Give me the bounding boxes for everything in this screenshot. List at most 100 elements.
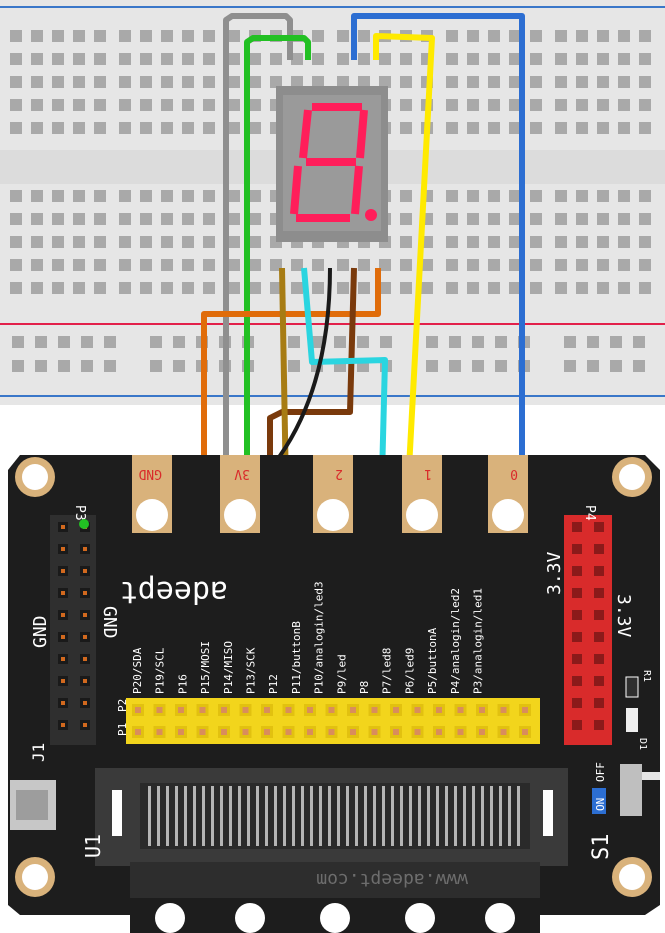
breadboard-hole xyxy=(52,99,64,111)
breadboard-hole xyxy=(161,30,173,42)
breadboard-hole xyxy=(31,282,43,294)
power-rail-hole xyxy=(564,336,576,348)
breadboard-hole xyxy=(140,236,152,248)
breadboard-hole xyxy=(119,282,131,294)
pin-socket-core xyxy=(479,707,485,713)
pin-label: P10/analogin/led3 xyxy=(313,581,326,694)
breadboard-hole xyxy=(228,122,240,134)
pin-socket-core xyxy=(522,729,528,735)
pin-tab-hole xyxy=(317,499,349,531)
pin-tab-hole xyxy=(136,499,168,531)
breadboard-hole xyxy=(446,53,458,65)
breadboard-hole xyxy=(94,122,106,134)
breadboard-hole xyxy=(203,236,215,248)
breadboard-hole xyxy=(488,213,500,225)
breadboard-hole xyxy=(400,122,412,134)
header-pin xyxy=(594,698,604,708)
breadboard-hole xyxy=(140,30,152,42)
breadboard-hole xyxy=(31,122,43,134)
breadboard-hole xyxy=(379,282,391,294)
wire-end-dots xyxy=(79,519,89,529)
breadboard-hole xyxy=(10,76,22,88)
edge-contact xyxy=(499,786,502,846)
edge-contact xyxy=(445,786,448,846)
breadboard-hole xyxy=(140,259,152,271)
edge-contact xyxy=(463,786,466,846)
breadboard-hole xyxy=(467,236,479,248)
edge-contact xyxy=(391,786,394,846)
pin-tab-label: 3V xyxy=(234,466,250,481)
breadboard-hole xyxy=(52,30,64,42)
header-pin-core xyxy=(83,701,87,705)
d1-label: D1 xyxy=(637,738,648,750)
header-pin-core xyxy=(61,613,65,617)
edge-contact xyxy=(400,786,403,846)
breadboard-hole xyxy=(597,30,609,42)
pin-socket-core xyxy=(156,729,163,735)
breadboard-hole xyxy=(291,259,303,271)
breadboard-hole xyxy=(530,99,542,111)
breadboard-hole xyxy=(379,76,391,88)
pin-label: P4/analogin/led2 xyxy=(449,588,462,694)
breadboard-hole xyxy=(597,236,609,248)
breadboard-hole xyxy=(467,190,479,202)
breadboard-hole xyxy=(555,259,567,271)
breadboard-hole xyxy=(119,30,131,42)
breadboard-hole xyxy=(421,282,433,294)
breadboard-hole xyxy=(618,53,630,65)
pin-label: P13/SCK xyxy=(245,647,258,694)
pin-socket-core xyxy=(242,707,249,713)
breadboard-hole xyxy=(379,53,391,65)
pin-socket-core xyxy=(199,707,206,713)
breadboard-hole xyxy=(618,236,630,248)
header-pin xyxy=(594,610,604,620)
pin-label: P14/MISO xyxy=(222,641,235,694)
breadboard-hole xyxy=(618,30,630,42)
header-pin-core xyxy=(61,723,65,727)
power-rail-hole xyxy=(150,360,162,372)
breadboard-hole xyxy=(421,259,433,271)
breadboard-hole xyxy=(291,53,303,65)
breadboard-hole xyxy=(249,282,261,294)
breadboard-hole xyxy=(509,236,521,248)
breadboard-hole xyxy=(467,122,479,134)
breadboard-hole xyxy=(488,259,500,271)
header-p3-label: P3 xyxy=(72,505,87,521)
header-pin-core xyxy=(61,569,65,573)
v33-label-1: 3.3V xyxy=(544,551,565,595)
header-pin-core xyxy=(83,613,87,617)
breadboard-hole xyxy=(140,213,152,225)
breadboard-hole xyxy=(10,236,22,248)
power-switch-lever[interactable] xyxy=(642,772,660,780)
gnd-label-1: GND xyxy=(30,615,51,648)
off-label: OFF xyxy=(594,762,607,782)
breadboard-hole xyxy=(94,259,106,271)
pin-socket-core xyxy=(371,729,378,735)
breadboard-hole xyxy=(31,76,43,88)
breadboard-hole xyxy=(488,53,500,65)
microbit-pin-hole xyxy=(320,903,350,933)
power-switch[interactable] xyxy=(620,764,642,816)
breadboard-hole xyxy=(488,76,500,88)
edge-contact xyxy=(175,786,178,846)
breadboard-hole xyxy=(597,53,609,65)
breadboard-hole xyxy=(337,53,349,65)
breadboard-hole xyxy=(94,76,106,88)
edge-contact xyxy=(157,786,160,846)
edge-contact xyxy=(508,786,511,846)
breadboard-hole xyxy=(119,259,131,271)
edge-contact xyxy=(265,786,268,846)
breadboard-hole xyxy=(140,190,152,202)
pin-label: P9/led xyxy=(335,654,348,694)
power-rail-hole xyxy=(449,336,461,348)
breadboard-hole xyxy=(140,99,152,111)
header-pin xyxy=(594,654,604,664)
edge-connector-slot xyxy=(140,783,530,849)
edge-contact xyxy=(373,786,376,846)
breadboard-hole xyxy=(618,122,630,134)
breadboard-hole xyxy=(337,76,349,88)
power-rail-hole xyxy=(380,336,392,348)
breadboard-hole xyxy=(73,259,85,271)
power-rail-hole xyxy=(12,336,24,348)
